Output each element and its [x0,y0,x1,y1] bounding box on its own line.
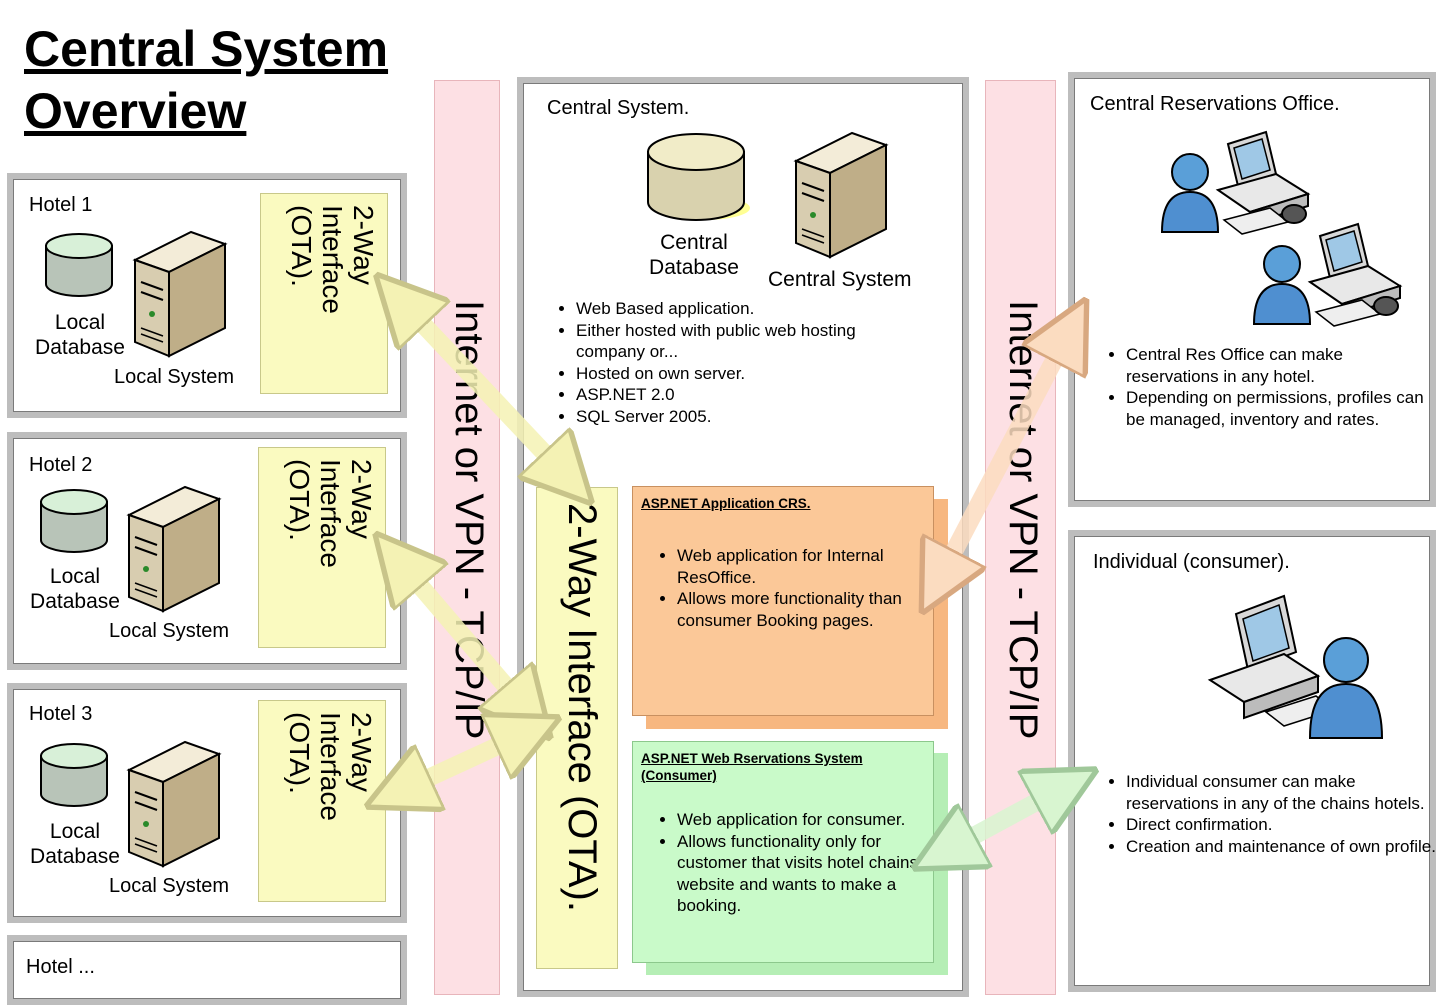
consumer-app-bullets: Web application for consumer. Allows fun… [647,809,939,917]
hotel-1-system-label: Local System [114,366,235,388]
hotel-more-name: Hotel ... [26,956,95,978]
consumer-app-title: ASP.NET Web Rservations System (Consumer… [641,751,863,783]
hotel-1-database-icon [45,233,113,297]
arrow-consumer-app-to-individual [944,786,1066,852]
page-title-line-1: Central System [24,21,389,77]
hotel-1-interface-box [260,193,388,394]
arrow-hotel-2-to-interface [398,560,528,712]
crs-app-title: ASP.NET Application CRS. [641,496,811,511]
central-database-icon [647,133,750,221]
arrow-hotel-1-to-interface [400,300,568,478]
list-item: SQL Server 2005. [576,406,906,428]
crs-app-bullets: Web application for Internal ResOffice. … [647,545,939,631]
page-title: Central System Overview [24,18,388,142]
hotel-2-db-label: Local Database [25,564,125,614]
list-item: Individual consumer can make reservation… [1126,771,1436,814]
individual-consumer-icon [1207,594,1384,739]
hotel-2-name: Hotel 2 [29,454,93,476]
list-item: Web Based application. [576,298,906,320]
hotel-2-db-label-line-2: Database [30,590,120,613]
consumer-app-box: ASP.NET Web Rservations System (Consumer… [632,741,934,963]
central-system-title: Central System. [547,97,690,119]
hotel-2-db-label-line-1: Local [49,565,101,588]
hotel-1-db-label: Local Database [30,310,130,360]
list-item: Allows more functionality than consumer … [677,588,939,631]
hotel-2-interface-box [258,447,386,648]
hotel-3-system-label: Local System [109,875,230,897]
list-item: Allows functionality only for customer t… [677,831,939,917]
hotel-3-database-icon [40,743,108,807]
list-item: Either hosted with public web hosting co… [576,320,906,363]
hotel-3-server-icon [126,740,222,868]
hotel-2-system-label: Local System [109,620,230,642]
arrow-hotel-3-to-interface [398,732,528,792]
central-db-label-line-1: Central [660,231,728,254]
hotel-3-db-label-line-2: Database [30,845,120,868]
hotel-3-name: Hotel 3 [29,703,93,725]
hotel-2-server-icon [126,485,222,613]
reservations-office-staff-icon [1160,130,1403,327]
central-db-label-line-2: Database [649,256,739,279]
hotel-1-name: Hotel 1 [29,194,93,216]
list-item: ASP.NET 2.0 [576,384,906,406]
hotel-3-db-label-line-1: Local [49,820,101,843]
reservations-office-title: Central Reservations Office. [1090,93,1340,115]
individual-consumer-bullets: Individual consumer can make reservation… [1096,771,1436,857]
reservations-office-bullets: Central Res Office can make reservations… [1096,344,1426,430]
central-server-label: Central System [768,268,912,291]
individual-consumer-title: Individual (consumer). [1093,551,1290,573]
arrow-crs-to-reservations-office [938,330,1070,582]
list-item: Web application for Internal ResOffice. [677,545,939,588]
hotel-1-server-icon [132,230,228,358]
list-item: Central Res Office can make reservations… [1126,344,1426,387]
hotel-2-database-icon [40,489,108,553]
central-server-icon [793,131,889,259]
list-item: Creation and maintenance of own profile. [1126,836,1436,858]
central-db-label: Central Database [640,230,748,280]
hotel-1-db-label-line-2: Database [35,336,125,359]
page-title-line-2: Overview [24,83,247,139]
list-item: Hosted on own server. [576,363,906,385]
hotel-1-db-label-line-1: Local [54,311,106,334]
list-item: Direct confirmation. [1126,814,1436,836]
list-item: Depending on permissions, profiles can b… [1126,387,1426,430]
central-system-bullets: Web Based application. Either hosted wit… [546,298,906,427]
crs-app-box: ASP.NET Application CRS. Web application… [632,486,934,716]
list-item: Web application for consumer. [677,809,939,831]
hotel-3-db-label: Local Database [25,819,125,869]
